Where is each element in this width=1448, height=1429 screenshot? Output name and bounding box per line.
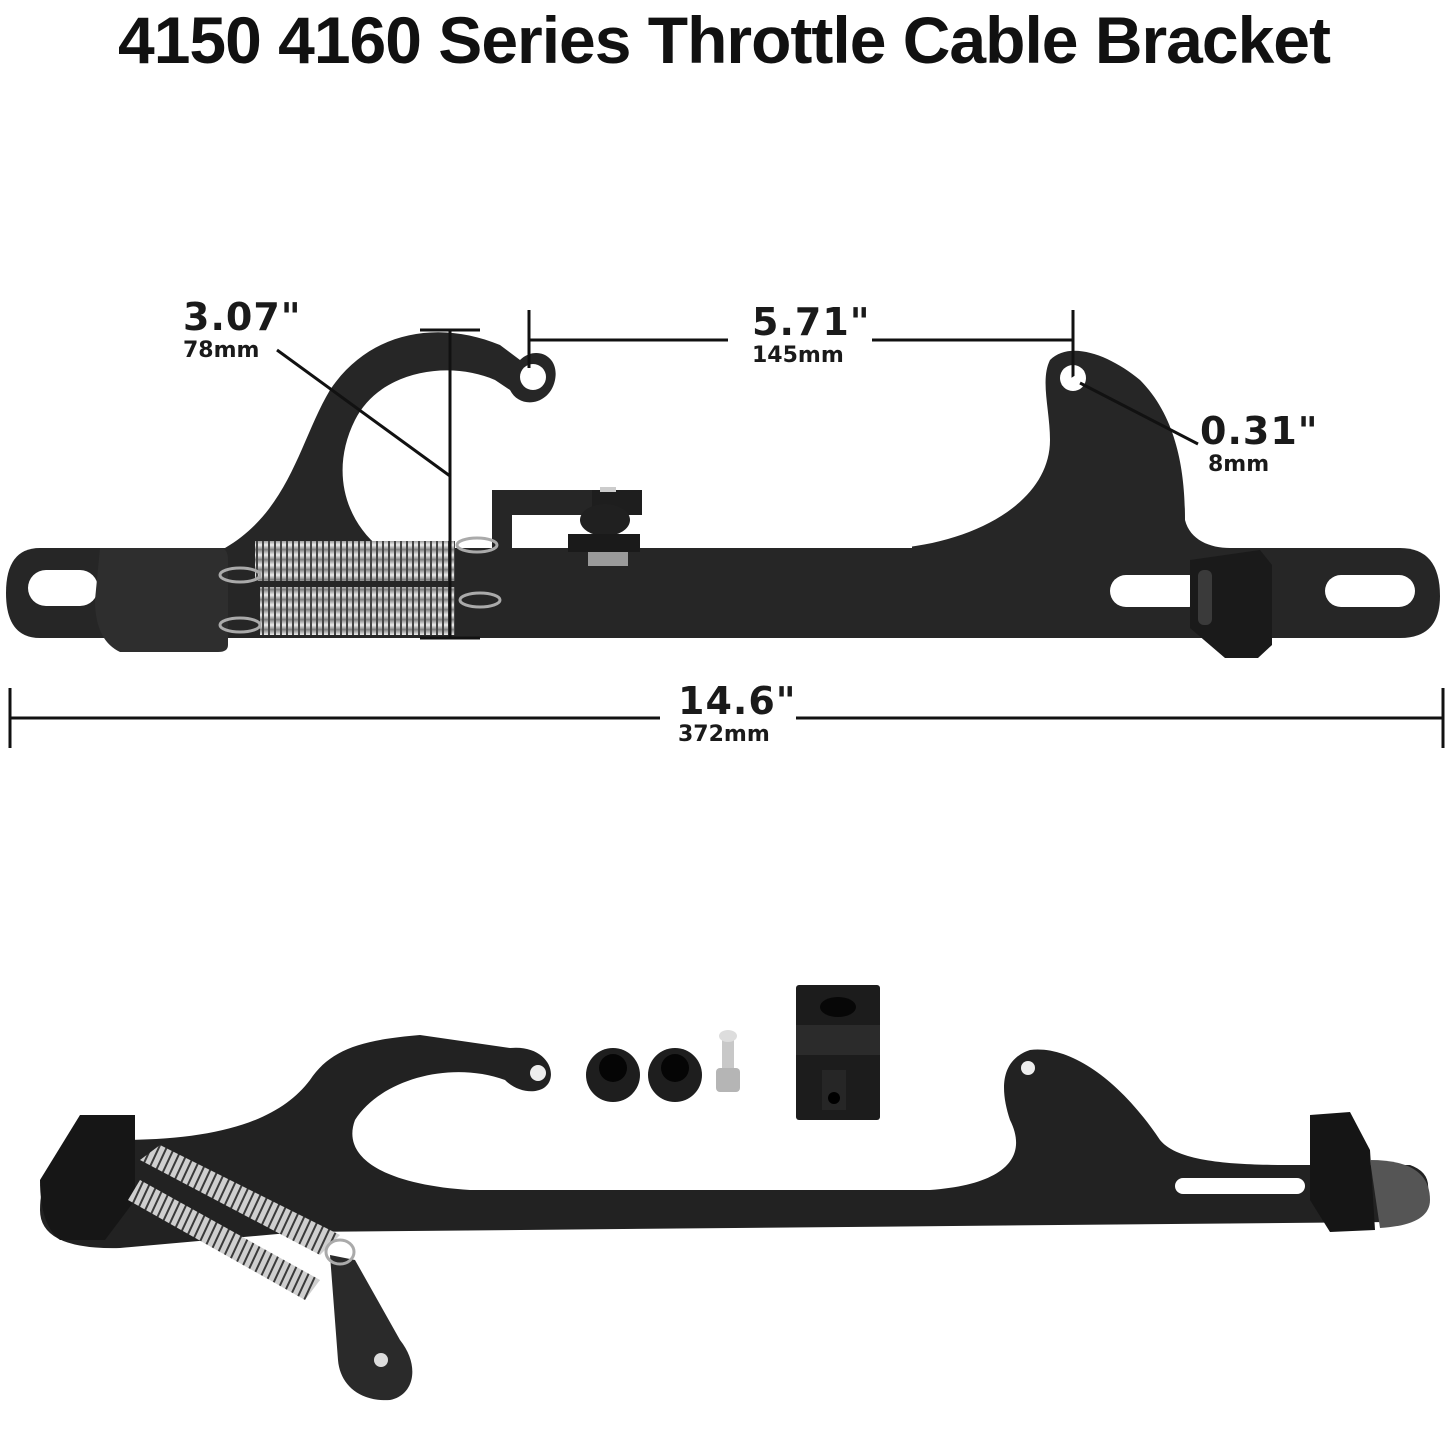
hole-spacing-metric: 145mm: [752, 343, 844, 368]
overall-length-metric: 372mm: [678, 722, 770, 747]
overall-length-imperial: 14.6": [678, 679, 797, 723]
lever-arm: [330, 1255, 413, 1401]
spring-lower-perspective: [128, 1180, 320, 1300]
dimension-overall-length: 14.6" 372mm: [678, 680, 797, 748]
dimension-cutout-height: 3.07" 78mm: [183, 296, 302, 364]
dimension-lines: [8, 310, 1445, 748]
bracket-plate-perspective: [40, 1035, 1430, 1401]
bolt: [716, 1030, 740, 1092]
dimension-hole-diameter: 0.31" 8mm: [1200, 410, 1319, 478]
cable-block: [796, 985, 880, 1120]
page-title: 4150 4160 Series Throttle Cable Bracket: [117, 3, 1331, 77]
slot-right-inner: [1110, 575, 1205, 607]
hole-diameter-imperial: 0.31": [1200, 409, 1319, 453]
mounting-hole-left: [520, 364, 546, 390]
spring-upper-perspective: [140, 1145, 340, 1255]
slot-left: [28, 570, 98, 606]
spring-anchor-block: [95, 548, 228, 652]
spring-upper: [255, 541, 455, 581]
dimension-hole-spacing: 5.71" 145mm: [752, 301, 871, 369]
spring-lower: [260, 587, 455, 635]
cutout-height-metric: 78mm: [183, 338, 260, 363]
hole-diameter-metric: 8mm: [1208, 452, 1270, 477]
spacers: [586, 1048, 702, 1102]
slot-perspective: [1175, 1178, 1305, 1194]
slot-right-outer: [1325, 575, 1415, 607]
hole-spacing-imperial: 5.71": [752, 300, 871, 344]
cutout-height-imperial: 3.07": [183, 295, 302, 339]
cable-stop: [568, 487, 642, 566]
